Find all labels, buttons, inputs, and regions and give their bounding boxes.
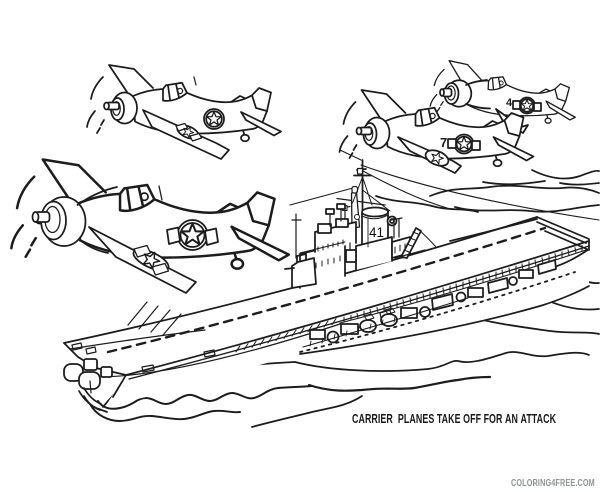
svg-text:7: 7 <box>440 135 447 150</box>
svg-text:4: 4 <box>506 97 513 109</box>
svg-text:41: 41 <box>369 225 384 240</box>
